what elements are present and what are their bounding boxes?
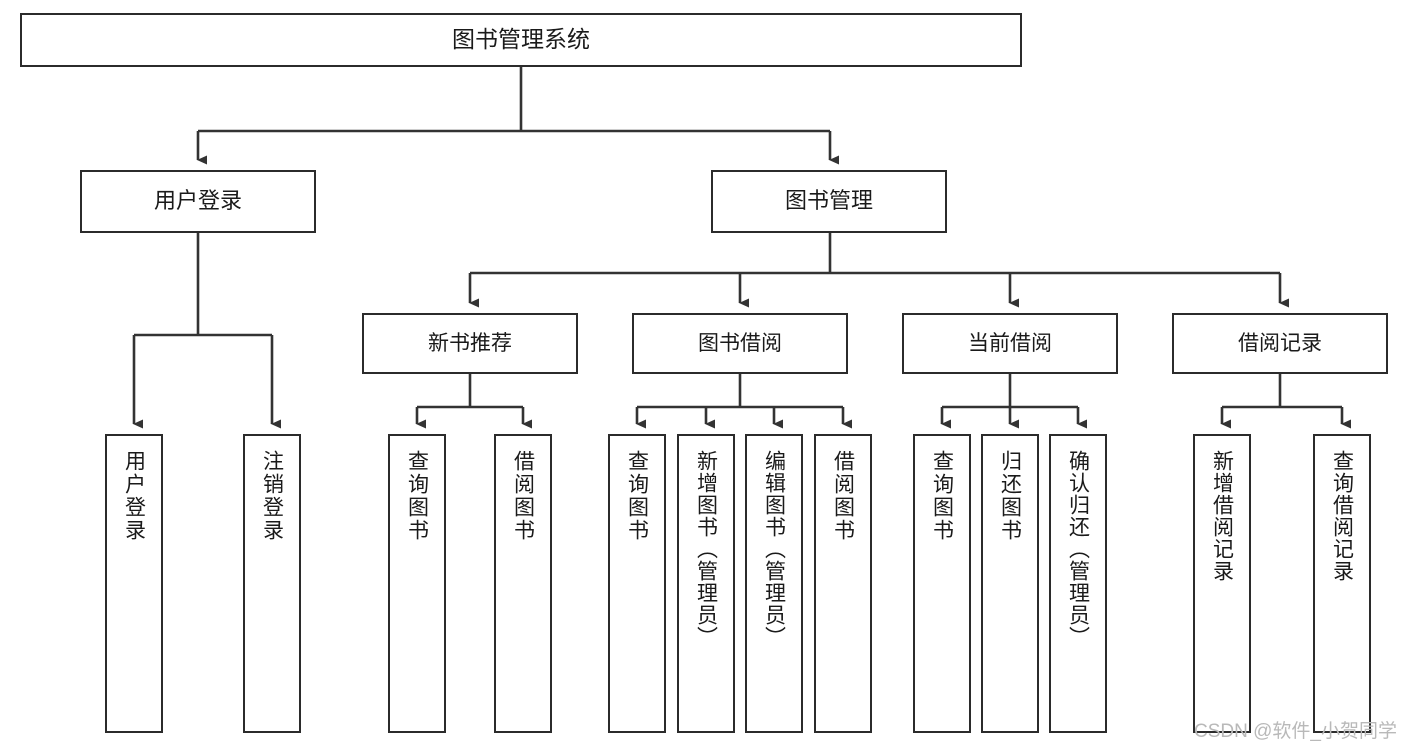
leaf-recommend-query-book[interactable]: 查询图书 xyxy=(388,434,446,733)
node-new-book-recommend[interactable]: 新书推荐 xyxy=(362,313,578,374)
leaf-borrow-edit-book-admin[interactable]: 编辑图书（管理员） xyxy=(745,434,803,733)
node-label: 新书推荐 xyxy=(428,331,512,355)
leaf-user-login-login[interactable]: 用户登录 xyxy=(105,434,163,733)
leaf-current-query-book[interactable]: 查询图书 xyxy=(913,434,971,733)
node-label: 图书管理系统 xyxy=(452,26,590,53)
node-book-borrow[interactable]: 图书借阅 xyxy=(632,313,848,374)
leaf-record-add-record[interactable]: 新增借阅记录 xyxy=(1193,434,1251,733)
node-label: 用户登录 xyxy=(122,450,146,542)
node-label: 查询图书 xyxy=(625,450,649,542)
node-label: 归还图书 xyxy=(998,450,1022,542)
node-label: 借阅记录 xyxy=(1238,331,1322,355)
node-user-login[interactable]: 用户登录 xyxy=(80,170,316,233)
node-label: 借阅图书 xyxy=(511,450,535,542)
node-label: 新增借阅记录 xyxy=(1210,450,1234,582)
node-label: 注销登录 xyxy=(260,450,284,542)
node-label: 借阅图书 xyxy=(831,450,855,542)
node-label: 查询图书 xyxy=(930,450,954,542)
leaf-current-return-book[interactable]: 归还图书 xyxy=(981,434,1039,733)
leaf-borrow-add-book-admin[interactable]: 新增图书（管理员） xyxy=(677,434,735,733)
leaf-recommend-borrow-book[interactable]: 借阅图书 xyxy=(494,434,552,733)
watermark-text: CSDN @软件_小贺同学 xyxy=(1194,721,1397,742)
leaf-current-confirm-return-admin[interactable]: 确认归还（管理员） xyxy=(1049,434,1107,733)
node-label: 图书管理 xyxy=(784,188,873,214)
node-label: 编辑图书（管理员） xyxy=(762,450,786,648)
node-current-borrow[interactable]: 当前借阅 xyxy=(902,313,1118,374)
node-label: 用户登录 xyxy=(153,188,242,214)
leaf-user-login-logout[interactable]: 注销登录 xyxy=(243,434,301,733)
node-root-system[interactable]: 图书管理系统 xyxy=(20,13,1022,67)
node-book-management[interactable]: 图书管理 xyxy=(711,170,947,233)
leaf-borrow-borrow-book[interactable]: 借阅图书 xyxy=(814,434,872,733)
leaf-borrow-query-book[interactable]: 查询图书 xyxy=(608,434,666,733)
node-label: 当前借阅 xyxy=(968,331,1052,355)
node-label: 确认归还（管理员） xyxy=(1066,450,1090,648)
node-label: 图书借阅 xyxy=(698,331,782,355)
node-borrow-record[interactable]: 借阅记录 xyxy=(1172,313,1388,374)
leaf-record-query-record[interactable]: 查询借阅记录 xyxy=(1313,434,1371,733)
node-label: 新增图书（管理员） xyxy=(694,450,718,648)
node-label: 查询借阅记录 xyxy=(1330,450,1354,582)
node-label: 查询图书 xyxy=(405,450,429,542)
